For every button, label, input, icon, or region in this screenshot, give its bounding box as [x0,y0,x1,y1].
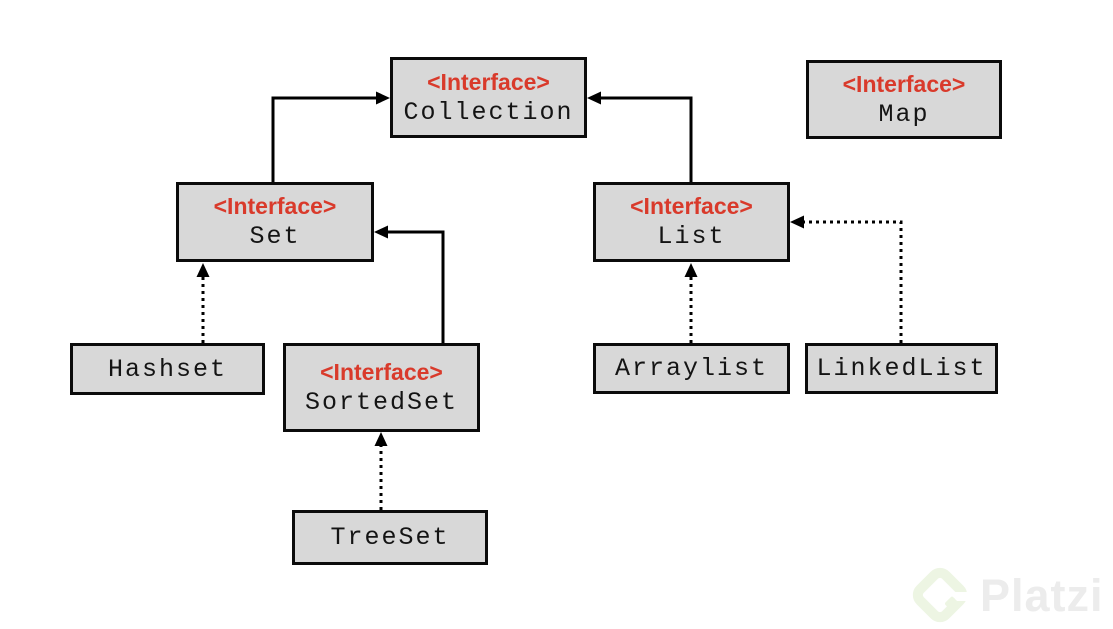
node-name: Arraylist [614,354,769,383]
node-collection-interface: <Interface> Collection [390,57,587,138]
node-name: SortedSet [304,387,459,417]
node-treeset-class: TreeSet [292,510,488,565]
node-map-interface: <Interface> Map [806,60,1002,139]
node-name: Map [878,99,930,129]
stereotype-label: <Interface> [630,193,753,219]
stereotype-label: <Interface> [427,68,550,95]
node-name: Hashset [107,354,228,384]
node-arraylist-class: Arraylist [593,343,790,394]
node-name: Set [249,222,301,251]
edge-list-to-collection [587,91,693,182]
stereotype-label: <Interface> [320,358,443,385]
platzi-logo-icon [912,567,969,623]
node-name: Collection [403,97,574,127]
stereotype-label: <Interface> [842,70,966,97]
edge-set-to-collection [271,91,390,182]
node-set-interface: <Interface> Set [176,182,374,262]
node-hashset-class: Hashset [70,343,265,395]
platzi-watermark-text: Platzi [980,569,1104,621]
edge-linkedlist-to-list [790,215,903,343]
edge-sortedset-to-set [374,225,445,343]
node-list-interface: <Interface> List [593,182,790,262]
node-linkedlist-class: LinkedList [805,343,998,394]
stereotype-label: <Interface> [213,193,337,219]
node-name: TreeSet [330,523,450,552]
platzi-watermark: Platzi [908,563,1104,627]
node-name: List [657,222,726,251]
node-sortedset-interface: <Interface> SortedSet [283,343,480,432]
node-name: LinkedList [816,354,987,383]
